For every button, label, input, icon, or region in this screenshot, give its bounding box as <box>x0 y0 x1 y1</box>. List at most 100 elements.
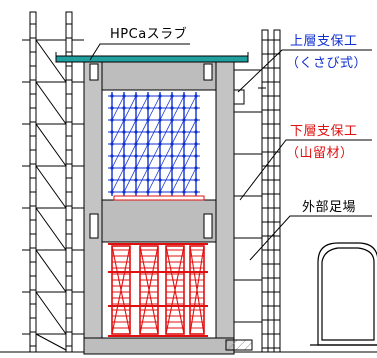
upper-shoring-node <box>170 118 174 122</box>
scaffold-brace <box>35 333 67 351</box>
upper-shoring-node <box>122 106 126 110</box>
upper-shoring-node <box>146 154 150 158</box>
upper-shoring-node <box>110 178 114 182</box>
upper-shoring-node <box>134 94 138 98</box>
upper-shoring-node <box>134 178 138 182</box>
upper-shoring-node <box>110 154 114 158</box>
upper-shoring-node <box>194 166 198 170</box>
upper-shoring-node <box>134 142 138 146</box>
upper-shoring-brace <box>147 119 161 145</box>
upper-shoring-brace <box>159 143 173 169</box>
upper-shoring-node <box>170 166 174 170</box>
upper-shoring-node <box>122 142 126 146</box>
scaffold-brace <box>35 81 67 125</box>
upper-shoring-node <box>122 130 126 134</box>
upper-shoring-brace <box>183 119 197 145</box>
upper-shoring-node <box>194 190 198 194</box>
upper-shoring-node <box>182 94 186 98</box>
upper-shoring-label: 上層支保工 <box>290 34 358 49</box>
lower-shoring-brace <box>189 245 205 335</box>
upper-shoring-brace <box>135 95 149 121</box>
scaffold-brace <box>35 123 67 167</box>
upper-shoring-type-label: （くさび式） <box>286 56 368 71</box>
upper-shoring-node <box>146 106 150 110</box>
left-scaffold <box>22 11 84 353</box>
lower-shoring-frame <box>189 245 205 335</box>
upper-shoring-node <box>158 106 162 110</box>
upper-shoring-node <box>182 190 186 194</box>
upper-shoring-brace <box>111 167 125 193</box>
upper-shoring-brace <box>135 119 149 145</box>
scaffold-brace <box>35 39 67 83</box>
upper-shoring-brace <box>171 95 185 121</box>
upper-shoring-node <box>110 130 114 134</box>
upper-shoring-node <box>146 142 150 146</box>
right-scaffold <box>234 29 281 353</box>
upper-shoring-brace <box>183 167 197 193</box>
upper-shoring-node <box>110 142 114 146</box>
upper-shoring-brace <box>183 95 197 121</box>
upper-shoring-node <box>122 178 126 182</box>
upper-shoring-node <box>194 178 198 182</box>
upper-shoring-brace <box>147 167 161 193</box>
upper-shoring-brace <box>135 143 149 169</box>
lower-shoring-brace <box>165 245 185 335</box>
upper-shoring-brace <box>183 143 197 169</box>
upper-shoring-node <box>146 118 150 122</box>
upper-shoring-brace <box>123 143 137 169</box>
upper-shoring-node <box>122 190 126 194</box>
upper-shoring-node <box>134 154 138 158</box>
upper-shoring-brace <box>147 95 161 121</box>
slab-connectors <box>258 84 266 96</box>
upper-shoring-brace <box>171 119 185 145</box>
upper-shoring-node <box>110 118 114 122</box>
upper-shoring-node <box>158 178 162 182</box>
upper-shoring-node <box>110 166 114 170</box>
upper-shoring-node <box>122 154 126 158</box>
scaffold-brace <box>35 291 67 335</box>
upper-shoring-node <box>146 94 150 98</box>
upper-shoring-node <box>146 190 150 194</box>
lower-shoring-frame <box>165 245 185 335</box>
upper-shoring-node <box>182 178 186 182</box>
upper-shoring-node <box>122 94 126 98</box>
lower-shoring-label: 下層支保工 <box>290 124 358 139</box>
leader-lines <box>89 43 372 261</box>
upper-shoring-brace <box>111 119 125 145</box>
upper-shoring-node <box>170 94 174 98</box>
upper-shoring-node <box>170 130 174 134</box>
lower-shoring-frame <box>111 245 131 335</box>
upper-shoring-node <box>146 178 150 182</box>
scaffold-brace <box>35 207 67 251</box>
left-column <box>83 61 103 355</box>
upper-shoring-node <box>110 190 114 194</box>
lower-shoring-type-label: （山留材） <box>286 146 354 161</box>
upper-shoring-node <box>134 190 138 194</box>
upper-shoring-node <box>134 166 138 170</box>
upper-shoring-node <box>170 142 174 146</box>
upper-shoring-node <box>194 106 198 110</box>
upper-shoring-brace <box>123 95 137 121</box>
upper-shoring-node <box>194 142 198 146</box>
upper-shoring-brace <box>147 143 161 169</box>
upper-shoring-node <box>194 94 198 98</box>
scaffold-brace <box>35 249 67 293</box>
upper-shoring-node <box>182 142 186 146</box>
upper-shoring-node <box>158 118 162 122</box>
upper-shoring-node <box>194 154 198 158</box>
upper-shoring-node <box>146 166 150 170</box>
lower-shoring <box>108 243 208 337</box>
upper-shoring-brace <box>171 167 185 193</box>
upper-shoring-brace <box>123 119 137 145</box>
upper-shoring-node <box>170 154 174 158</box>
shoring-base-plate <box>113 195 205 201</box>
lower-shoring-brace <box>111 245 131 335</box>
upper-shoring-node <box>158 142 162 146</box>
upper-shoring-brace <box>111 95 125 121</box>
hpca-slab-label: HPCaスラブ <box>110 27 188 42</box>
upper-shoring-brace <box>159 119 173 145</box>
upper-shoring-node <box>170 190 174 194</box>
upper-shoring-node <box>134 130 138 134</box>
